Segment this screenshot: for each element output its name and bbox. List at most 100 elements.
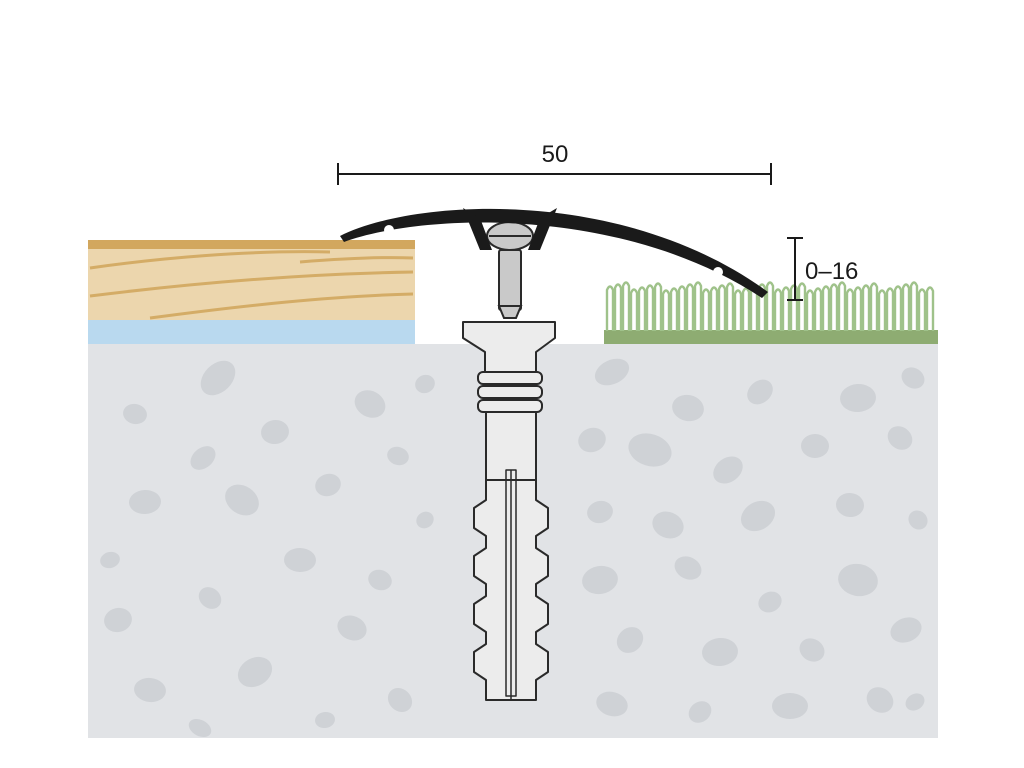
concrete-stone <box>200 360 236 396</box>
carpet-loop <box>869 282 879 331</box>
concrete-stone <box>838 563 878 597</box>
carpet-loop <box>917 288 927 331</box>
concrete-stone <box>616 627 644 653</box>
concrete-stone <box>387 446 409 466</box>
concrete-stone <box>582 565 618 595</box>
concrete-stone <box>672 394 704 422</box>
transition-profile <box>340 208 768 298</box>
carpet-loop <box>821 285 831 331</box>
concrete-stone <box>123 403 147 425</box>
concrete-stone <box>688 701 712 723</box>
concrete-stone <box>799 638 825 662</box>
carpet-loop <box>637 286 647 331</box>
concrete-stone <box>415 374 435 394</box>
carpet-loop <box>645 284 655 331</box>
concrete-stone <box>284 547 316 573</box>
carpet-loop <box>893 285 903 331</box>
foam-underlay <box>88 320 415 344</box>
concrete-stone <box>225 484 259 516</box>
carpet-loop <box>885 287 895 331</box>
concrete-stone <box>887 426 913 450</box>
carpet-loop <box>813 287 823 331</box>
carpet-loop <box>861 284 871 331</box>
concrete-stone <box>866 687 894 713</box>
carpet-loop <box>781 286 791 331</box>
carpet-loop <box>925 286 935 331</box>
wood-grain <box>89 250 414 320</box>
profile-hole-left <box>384 225 394 235</box>
carpet-loop <box>709 286 719 331</box>
carpet-loop <box>693 281 703 331</box>
concrete-stone <box>628 433 672 467</box>
carpet-loop <box>677 285 687 331</box>
concrete-stone <box>188 718 212 738</box>
concrete-stone <box>713 456 743 484</box>
carpet-loop <box>765 281 775 331</box>
concrete-stone <box>129 489 161 515</box>
concrete-stone <box>100 551 120 569</box>
carpet-loop <box>669 287 679 331</box>
wall-plug <box>462 321 556 701</box>
carpet-loop <box>853 286 863 331</box>
concrete-stone <box>772 693 808 719</box>
carpet-loop <box>605 285 615 331</box>
width-label: 50 <box>542 141 569 168</box>
carpet-loop <box>653 282 663 331</box>
carpet-loop <box>829 283 839 331</box>
height-dimension <box>787 237 803 301</box>
concrete-stone <box>908 510 928 530</box>
screw <box>486 221 534 319</box>
concrete-stone <box>237 656 273 688</box>
concrete-stone <box>747 379 773 405</box>
concrete-stone <box>702 637 738 667</box>
concrete-stone <box>652 511 684 539</box>
carpet-loop <box>661 289 671 331</box>
carpet-loop <box>733 289 743 331</box>
concrete-stone <box>836 492 864 518</box>
carpet-loop <box>629 288 639 331</box>
concrete-stone <box>368 569 392 591</box>
concrete-stone <box>596 691 628 717</box>
concrete-stone <box>905 693 925 711</box>
carpet-loop <box>909 281 919 331</box>
concrete-stone <box>901 367 925 389</box>
concrete-stone <box>104 607 132 633</box>
concrete-stone <box>190 446 216 470</box>
carpet <box>604 281 938 344</box>
concrete-stone <box>840 383 876 413</box>
carpet-loop <box>685 283 695 331</box>
concrete-stone <box>387 687 413 713</box>
carpet-loop <box>613 283 623 331</box>
concrete-stone <box>416 511 434 529</box>
concrete-stone <box>758 591 782 613</box>
carpet-loop <box>877 289 887 331</box>
concrete-stone <box>594 358 630 386</box>
concrete-stones <box>100 358 928 738</box>
carpet-loops <box>605 281 935 331</box>
carpet-loop <box>741 287 751 331</box>
carpet-loop <box>797 282 807 331</box>
carpet-loop <box>901 283 911 331</box>
concrete-stone <box>354 390 386 418</box>
height-label: 0–16 <box>805 258 858 285</box>
concrete-stone <box>315 473 341 497</box>
concrete-stone <box>578 427 606 453</box>
carpet-loop <box>773 288 783 331</box>
concrete-stone <box>740 500 776 532</box>
concrete-stone <box>198 587 222 609</box>
wood-floor <box>88 240 415 320</box>
concrete-stone <box>315 711 335 729</box>
carpet-loop <box>725 282 735 331</box>
concrete-stone <box>801 433 829 459</box>
carpet-loop <box>845 288 855 331</box>
profile-hole-right <box>713 267 723 277</box>
concrete-stone <box>261 419 289 445</box>
carpet-loop <box>717 284 727 331</box>
width-dimension <box>337 163 772 185</box>
concrete-stone <box>587 500 613 524</box>
concrete-stone <box>337 615 367 641</box>
carpet-loop <box>701 288 711 331</box>
concrete-stone <box>134 677 166 703</box>
concrete-stone <box>674 556 702 580</box>
